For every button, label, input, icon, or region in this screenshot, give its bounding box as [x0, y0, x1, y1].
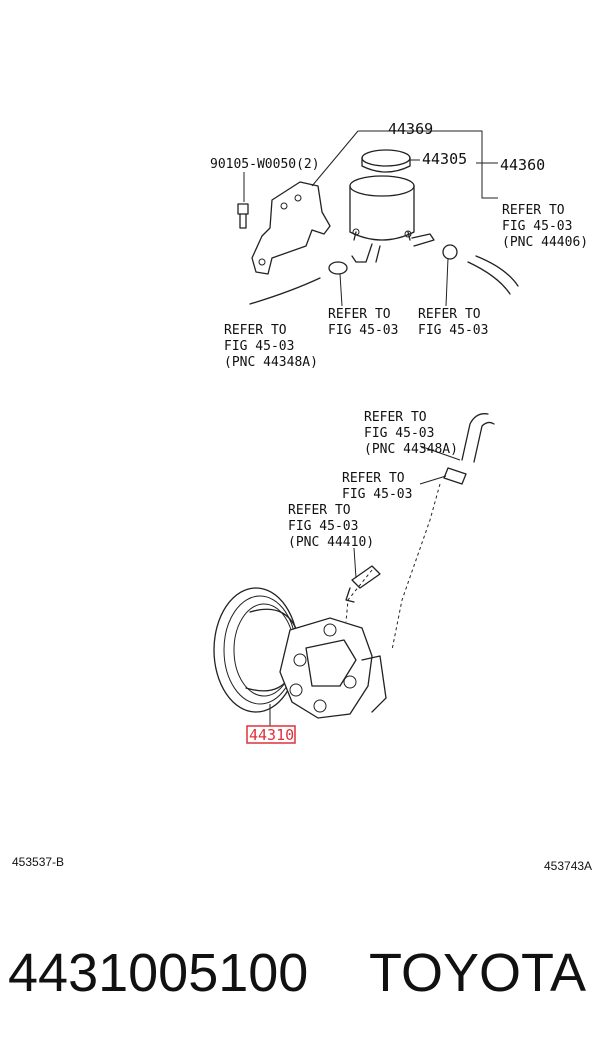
refer-note-44348a-upper[interactable]: REFER TO FIG 45-03 (PNC 44348A) — [224, 323, 318, 370]
callout-44360[interactable]: 44360 — [500, 156, 545, 174]
callout-90105-w0050[interactable]: 90105-W0050(2) — [210, 157, 320, 172]
refer-line: FIG 45-03 — [288, 519, 358, 534]
brand-name: TOYOTA — [368, 943, 586, 1003]
refer-line: FIG 45-03 — [502, 219, 572, 234]
refer-note-44348a-lower[interactable]: REFER TO FIG 45-03 (PNC 44348A) — [364, 410, 458, 457]
leader-lines-lower — [269, 445, 461, 726]
refer-line: (PNC 44348A) — [364, 442, 458, 457]
callout-44369[interactable]: 44369 — [388, 120, 433, 138]
refer-line: FIG 45-03 — [342, 487, 412, 502]
reservoir-assembly — [237, 149, 519, 305]
refer-line: FIG 45-03 — [328, 323, 398, 338]
refer-line: REFER TO — [342, 471, 405, 486]
refer-line: REFER TO — [328, 307, 391, 322]
refer-line: (PNC 44410) — [288, 535, 374, 550]
refer-line: REFER TO — [224, 323, 287, 338]
refer-line: REFER TO — [364, 410, 427, 425]
highlight-box — [246, 725, 296, 744]
leader-lines-upper — [243, 130, 498, 307]
pump-assembly — [213, 413, 495, 719]
refer-note-44410[interactable]: REFER TO FIG 45-03 (PNC 44410) — [288, 503, 374, 550]
refer-line: FIG 45-03 — [418, 323, 488, 338]
refer-note-mid-left[interactable]: REFER TO FIG 45-03 — [328, 307, 398, 338]
refer-line: FIG 45-03 — [364, 426, 434, 441]
callout-44310: 44310 — [249, 726, 294, 744]
refer-note-mid-right[interactable]: REFER TO FIG 45-03 — [418, 307, 488, 338]
callout-44310-highlight[interactable]: 44310 — [246, 725, 296, 744]
callout-44305[interactable]: 44305 — [422, 150, 467, 168]
refer-note-44406[interactable]: REFER TO FIG 45-03 (PNC 44406) — [502, 203, 588, 250]
figure-code-left: 453537-B — [12, 855, 64, 869]
refer-line: (PNC 44348A) — [224, 355, 318, 370]
refer-note-fitting[interactable]: REFER TO FIG 45-03 — [342, 471, 412, 502]
refer-line: (PNC 44406) — [502, 235, 588, 250]
refer-line: REFER TO — [418, 307, 481, 322]
refer-line: REFER TO — [288, 503, 351, 518]
figure-code-right: 453743A — [544, 859, 592, 873]
refer-line: REFER TO — [502, 203, 565, 218]
refer-line: FIG 45-03 — [224, 339, 294, 354]
part-number: 4431005100 — [8, 943, 309, 1003]
